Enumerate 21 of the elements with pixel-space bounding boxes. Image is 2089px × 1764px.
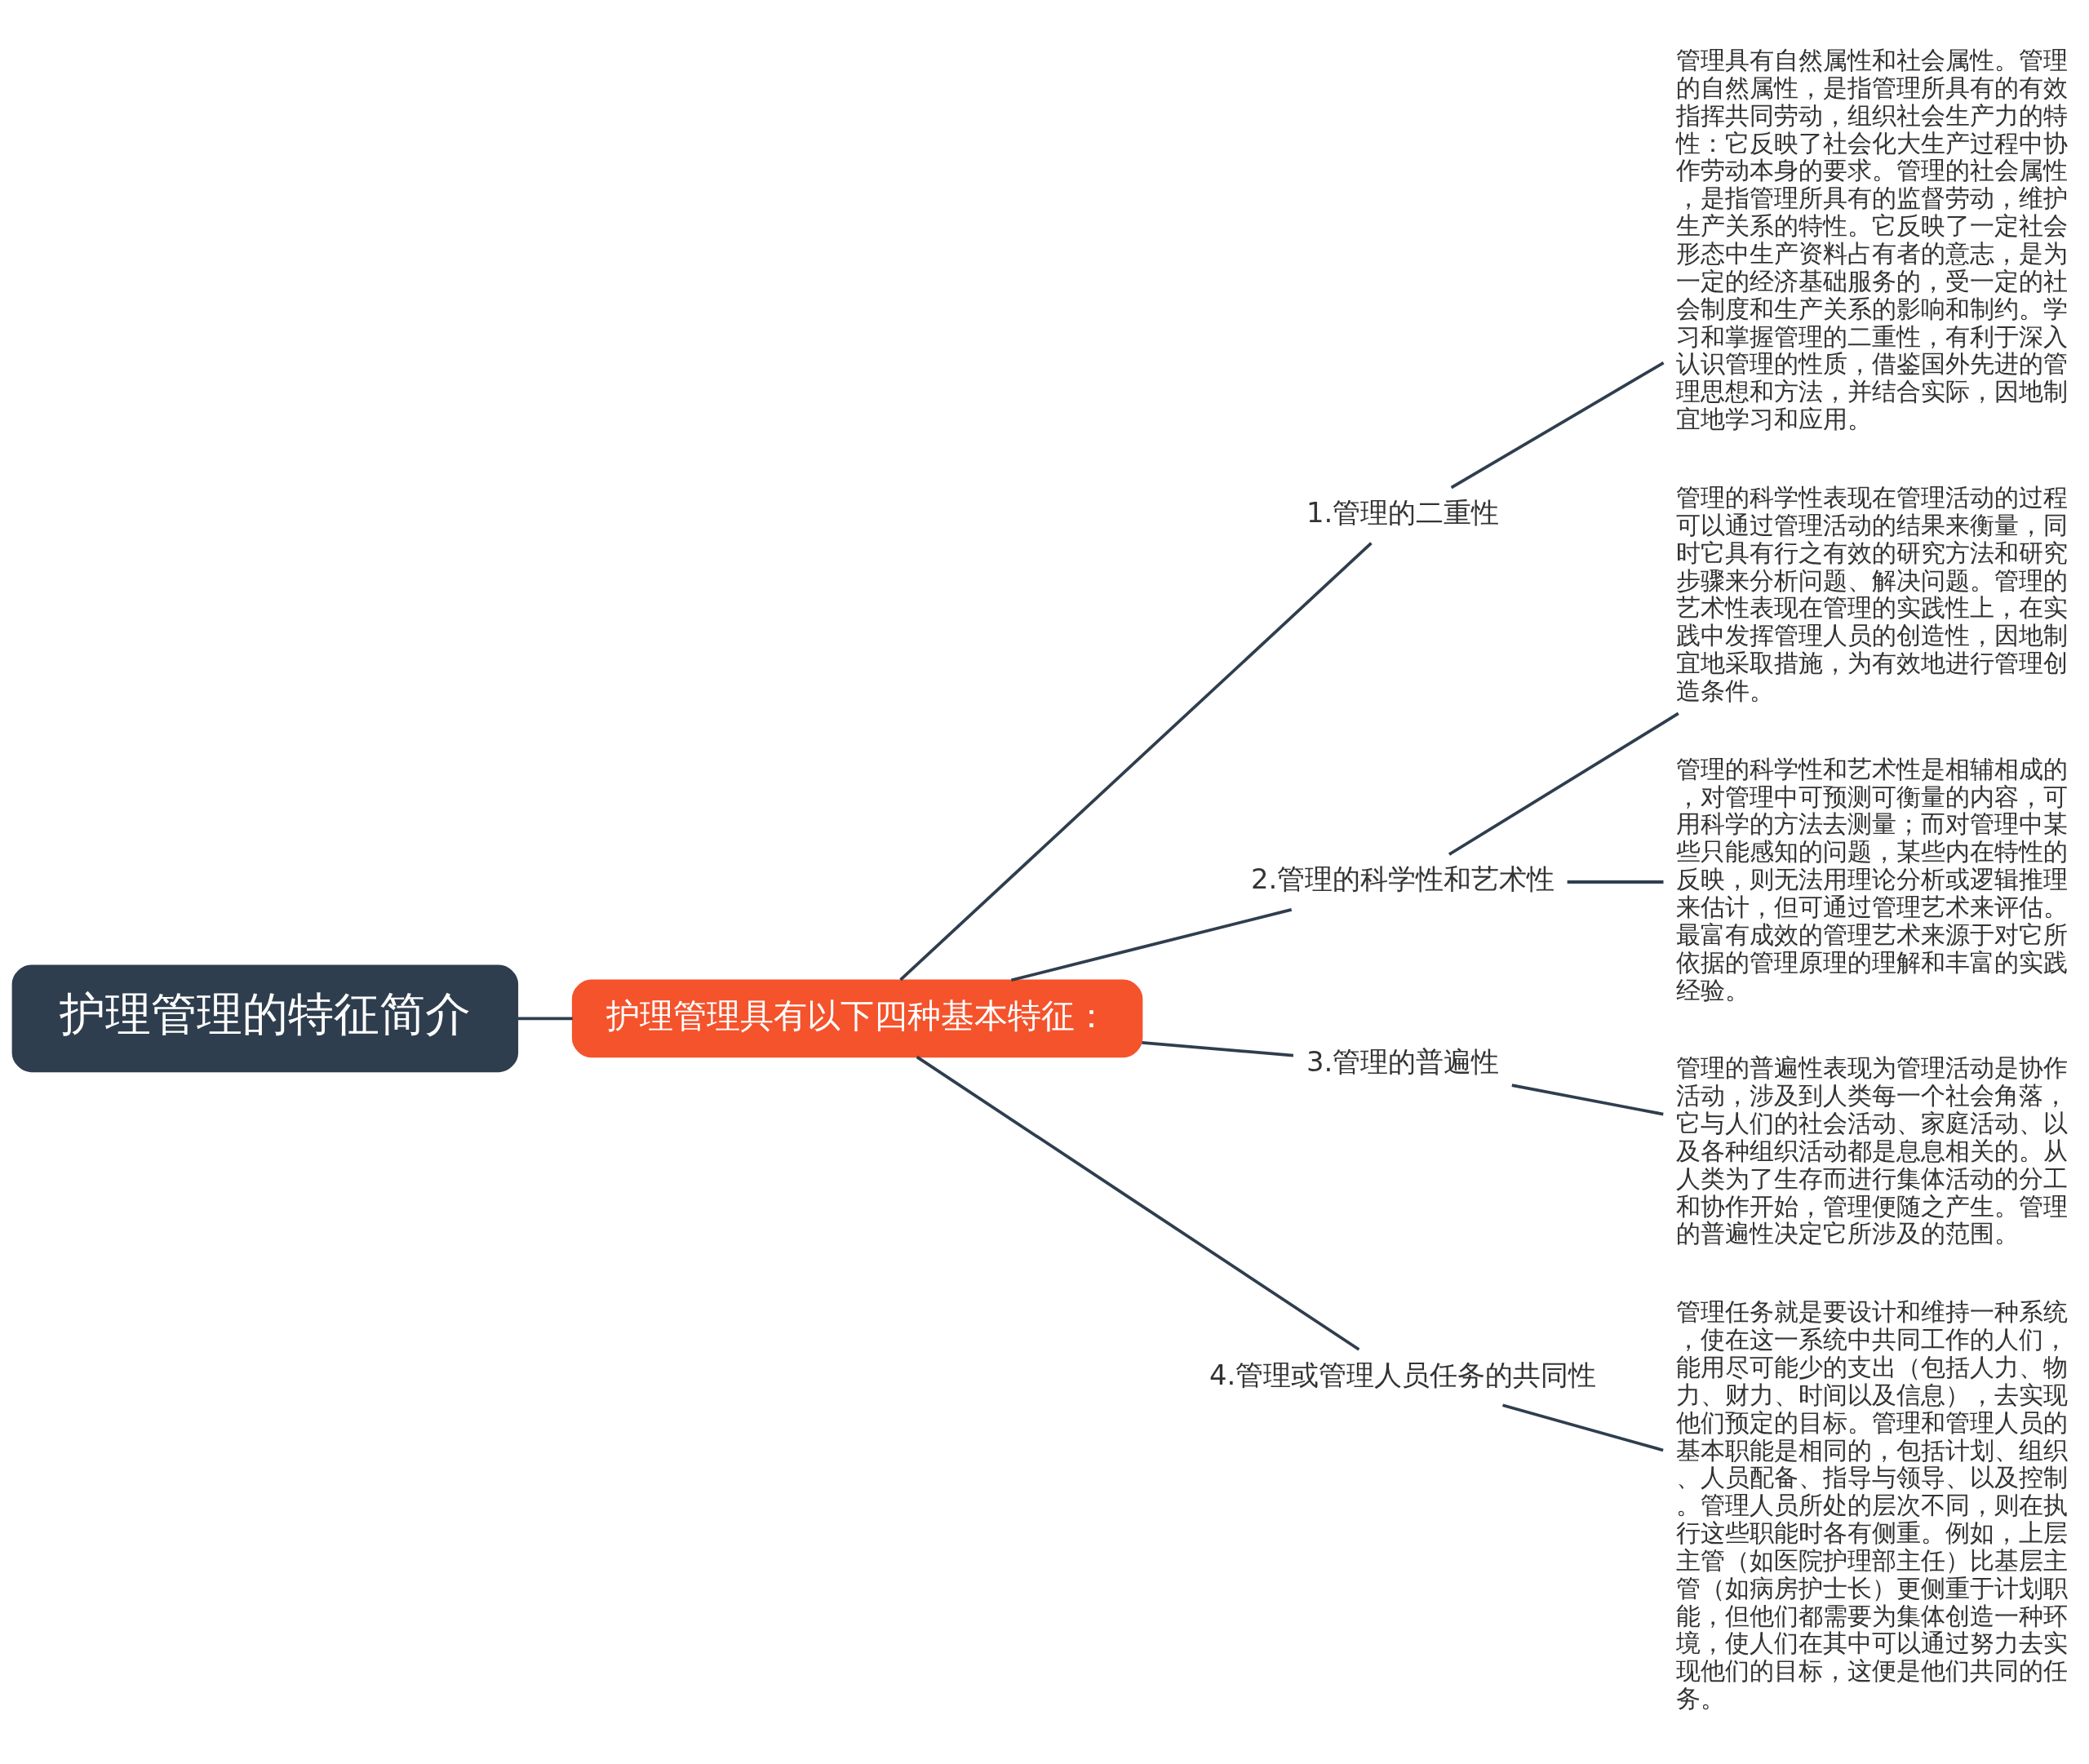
connector — [916, 1055, 1360, 1351]
node-text: 1.管理的二重性 — [1306, 496, 1500, 529]
node-box: 护理管理的特征简介 — [11, 964, 519, 1073]
connector — [1511, 1084, 1664, 1116]
node-text: 2.管理的科学性和艺术性 — [1250, 863, 1555, 896]
connector — [1448, 711, 1679, 856]
node-text: 4.管理或管理人员任务的共同性 — [1209, 1358, 1597, 1391]
node-text: 管理的科学性和艺术性是相辅相成的，对管理中可预测可衡量的内容，可用科学的方法去测量；而对管理中某些只能感知的问题，某些内在特性的反映，则无法用理论分析或逻辑推理来估计，但可通过管理艺术来评估。最富有成效的管理艺术来源于对它所依据的管理原理的理解和丰富的实践经验。 — [1675, 754, 2068, 1004]
connector — [899, 542, 1373, 982]
node-text: 管理任务就是要设计和维持一种系统，使在这一系统中共同工作的人们，能用尽可能少的支出（包括人力、物力、财力、时间以及信息），去实现他们预定的目标。管理和管理人员的基本职能是相同的，包括计划、组织、人员配备、指导与领导、以及控制。管理人员所处的层次不同，则在执行这些职能时各有侧重。例如，上层主管（如医院护理部主任）比基层主管（如病房护士长）更侧重于计划职能，但他们都需要为集体创造一种环境，使人们在其中可以通过努力去实现他们的目标，这便是他们共同的任务。 — [1675, 1297, 2068, 1713]
connector — [1010, 908, 1293, 982]
node-text: 管理具有自然属性和社会属性。管理的自然属性，是指管理所具有的有效指挥共同劳动，组织社会生产力的特性：它反映了社会化大生产过程中协作劳动本身的要求。管理的社会属性，是指管理所具有的监督劳动，维护生产关系的特性。它反映了一定社会形态中生产资料占有者的意志，是为一定的经济基础服务的，受一定的社会制度和生产关系的影响和制约。学习和掌握管理的二重性，有利于深入认识管理的性质，借鉴国外先进的管理思想和方法，并结合实际，因地制宜地学习和应用。 — [1675, 46, 2068, 434]
connector — [1450, 361, 1665, 490]
node-text: 3.管理的普遍性 — [1306, 1046, 1500, 1079]
connector — [1567, 880, 1664, 884]
connector — [517, 1017, 573, 1021]
node-box: 护理管理具有以下四种基本特征： — [571, 979, 1143, 1058]
node-text: 管理的普遍性表现为管理活动是协作活动，涉及到人类每一个社会角落，它与人们的社会活动、家庭活动、以及各种组织活动都是息息相关的。从人类为了生存而进行集体活动的分工和协作开始，管理便随之产生。管理的普遍性决定它所涉及的范围。 — [1675, 1053, 2068, 1248]
connector — [1142, 1040, 1294, 1057]
connector — [1502, 1403, 1664, 1452]
node-text: 管理的科学性表现在管理活动的过程可以通过管理活动的结果来衡量，同时它具有行之有效的研究方法和研究步骤来分析问题、解决问题。管理的艺术性表现在管理的实践性上，在实践中发挥管理人员的创造性，因地制宜地采取措施，为有效地进行管理创造条件。 — [1675, 482, 2068, 705]
